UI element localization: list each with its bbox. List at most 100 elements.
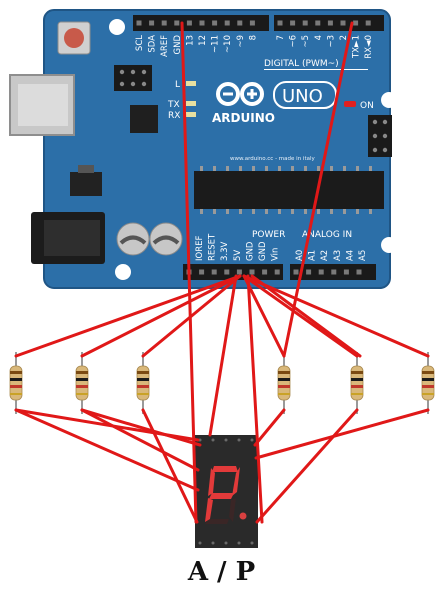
pin-label: GND bbox=[173, 35, 183, 55]
header-pin bbox=[236, 269, 242, 275]
header-pin bbox=[211, 269, 217, 275]
on-label: ON bbox=[360, 101, 374, 111]
resistor bbox=[136, 352, 150, 414]
pin-label: ~9 bbox=[236, 35, 246, 48]
header-pin bbox=[186, 20, 192, 26]
caption: A / P bbox=[187, 557, 256, 587]
wire bbox=[242, 274, 286, 358]
power-jack-inner bbox=[44, 220, 100, 256]
chip-pins bbox=[200, 166, 372, 214]
header-pin bbox=[340, 20, 346, 26]
resistor bbox=[350, 352, 364, 414]
pin-label: ~11 bbox=[211, 35, 221, 53]
board-url: www.arduino.cc - made in italy bbox=[230, 156, 316, 162]
segment-f bbox=[208, 468, 215, 496]
pin-label: A0 bbox=[295, 250, 305, 261]
atmega-chip bbox=[194, 171, 384, 209]
voltage-regulator bbox=[70, 172, 102, 196]
wire bbox=[208, 274, 238, 437]
pin-label: SDA bbox=[148, 35, 158, 53]
segment-g bbox=[209, 493, 234, 499]
header-pin bbox=[161, 20, 167, 26]
rx-led bbox=[186, 112, 196, 117]
pin-label: ~5 bbox=[301, 35, 311, 48]
segment-d bbox=[205, 519, 229, 524]
seven-segment-display bbox=[195, 435, 258, 548]
header-pin bbox=[199, 269, 205, 275]
pin-label: 7 bbox=[276, 35, 286, 40]
pin-label: 3.3V bbox=[220, 241, 230, 261]
header-pin bbox=[293, 269, 299, 275]
digital-label: DIGITAL (PWM~) bbox=[264, 59, 339, 69]
logo-right-loop bbox=[240, 82, 264, 106]
wire bbox=[253, 408, 286, 447]
wire bbox=[14, 274, 242, 358]
arduino-board: ON L TX RX ARDUINO UNO www.arduino.cc - … bbox=[9, 9, 397, 289]
wire bbox=[80, 274, 242, 358]
tx-label: TX bbox=[167, 100, 180, 110]
usb-inner bbox=[18, 84, 68, 126]
pin-label: 8 bbox=[248, 35, 258, 40]
mounting-hole bbox=[381, 237, 397, 253]
pin-label: IOREF bbox=[195, 236, 205, 261]
pin-label: A2 bbox=[320, 250, 330, 261]
regulator-tab bbox=[78, 165, 94, 173]
pin-label: 4 bbox=[314, 35, 324, 40]
wire bbox=[242, 274, 359, 358]
pin-label: ~10 bbox=[223, 35, 233, 53]
pin-label: GND bbox=[245, 241, 255, 261]
header-pin bbox=[306, 269, 312, 275]
pin-label: RESET bbox=[208, 233, 218, 261]
wire bbox=[14, 408, 200, 492]
header-pin bbox=[212, 20, 218, 26]
segment-c bbox=[229, 498, 236, 522]
mounting-hole bbox=[115, 264, 131, 280]
segment-dp bbox=[239, 512, 247, 520]
display-body bbox=[195, 435, 258, 548]
header-pin bbox=[237, 20, 243, 26]
reset-button-cap bbox=[64, 28, 84, 48]
wire bbox=[254, 408, 430, 460]
pin-label: ~3 bbox=[326, 35, 336, 48]
uno-text: UNO bbox=[282, 86, 323, 107]
mounting-hole bbox=[381, 92, 397, 108]
resistors bbox=[9, 352, 435, 414]
on-led bbox=[344, 101, 356, 107]
pin-label: A1 bbox=[308, 250, 318, 261]
header-pin bbox=[365, 20, 371, 26]
icsp2-header bbox=[368, 115, 392, 157]
wire bbox=[80, 408, 200, 472]
header-pin bbox=[136, 20, 142, 26]
logo-left-loop bbox=[216, 82, 240, 106]
wire bbox=[255, 408, 359, 524]
header-pin bbox=[315, 20, 321, 26]
wire bbox=[141, 408, 199, 524]
pin-label: 5V bbox=[233, 250, 243, 261]
wire bbox=[242, 274, 430, 358]
wire bbox=[282, 21, 354, 358]
header-pin bbox=[262, 269, 268, 275]
pin-label: GND bbox=[258, 241, 268, 261]
pin-label: RX◄0 bbox=[364, 35, 374, 59]
header-pin bbox=[277, 20, 283, 26]
header-pin bbox=[199, 20, 205, 26]
tx-led bbox=[186, 101, 196, 106]
header-pin bbox=[318, 269, 324, 275]
header-pin bbox=[174, 20, 180, 26]
segment-b bbox=[232, 467, 240, 496]
pin-label: 13 bbox=[185, 35, 195, 46]
header-pin bbox=[249, 20, 255, 26]
analog-label: ANALOG IN bbox=[302, 230, 352, 240]
pin-label: 2 bbox=[339, 35, 349, 40]
mounting-hole bbox=[109, 19, 125, 35]
wire bbox=[80, 408, 202, 447]
l-label: L bbox=[175, 80, 180, 90]
header-pin bbox=[327, 20, 333, 26]
wires bbox=[14, 21, 430, 524]
pin-label: A4 bbox=[345, 250, 355, 261]
pin-label: ~6 bbox=[289, 35, 299, 48]
header-pin bbox=[353, 20, 359, 26]
